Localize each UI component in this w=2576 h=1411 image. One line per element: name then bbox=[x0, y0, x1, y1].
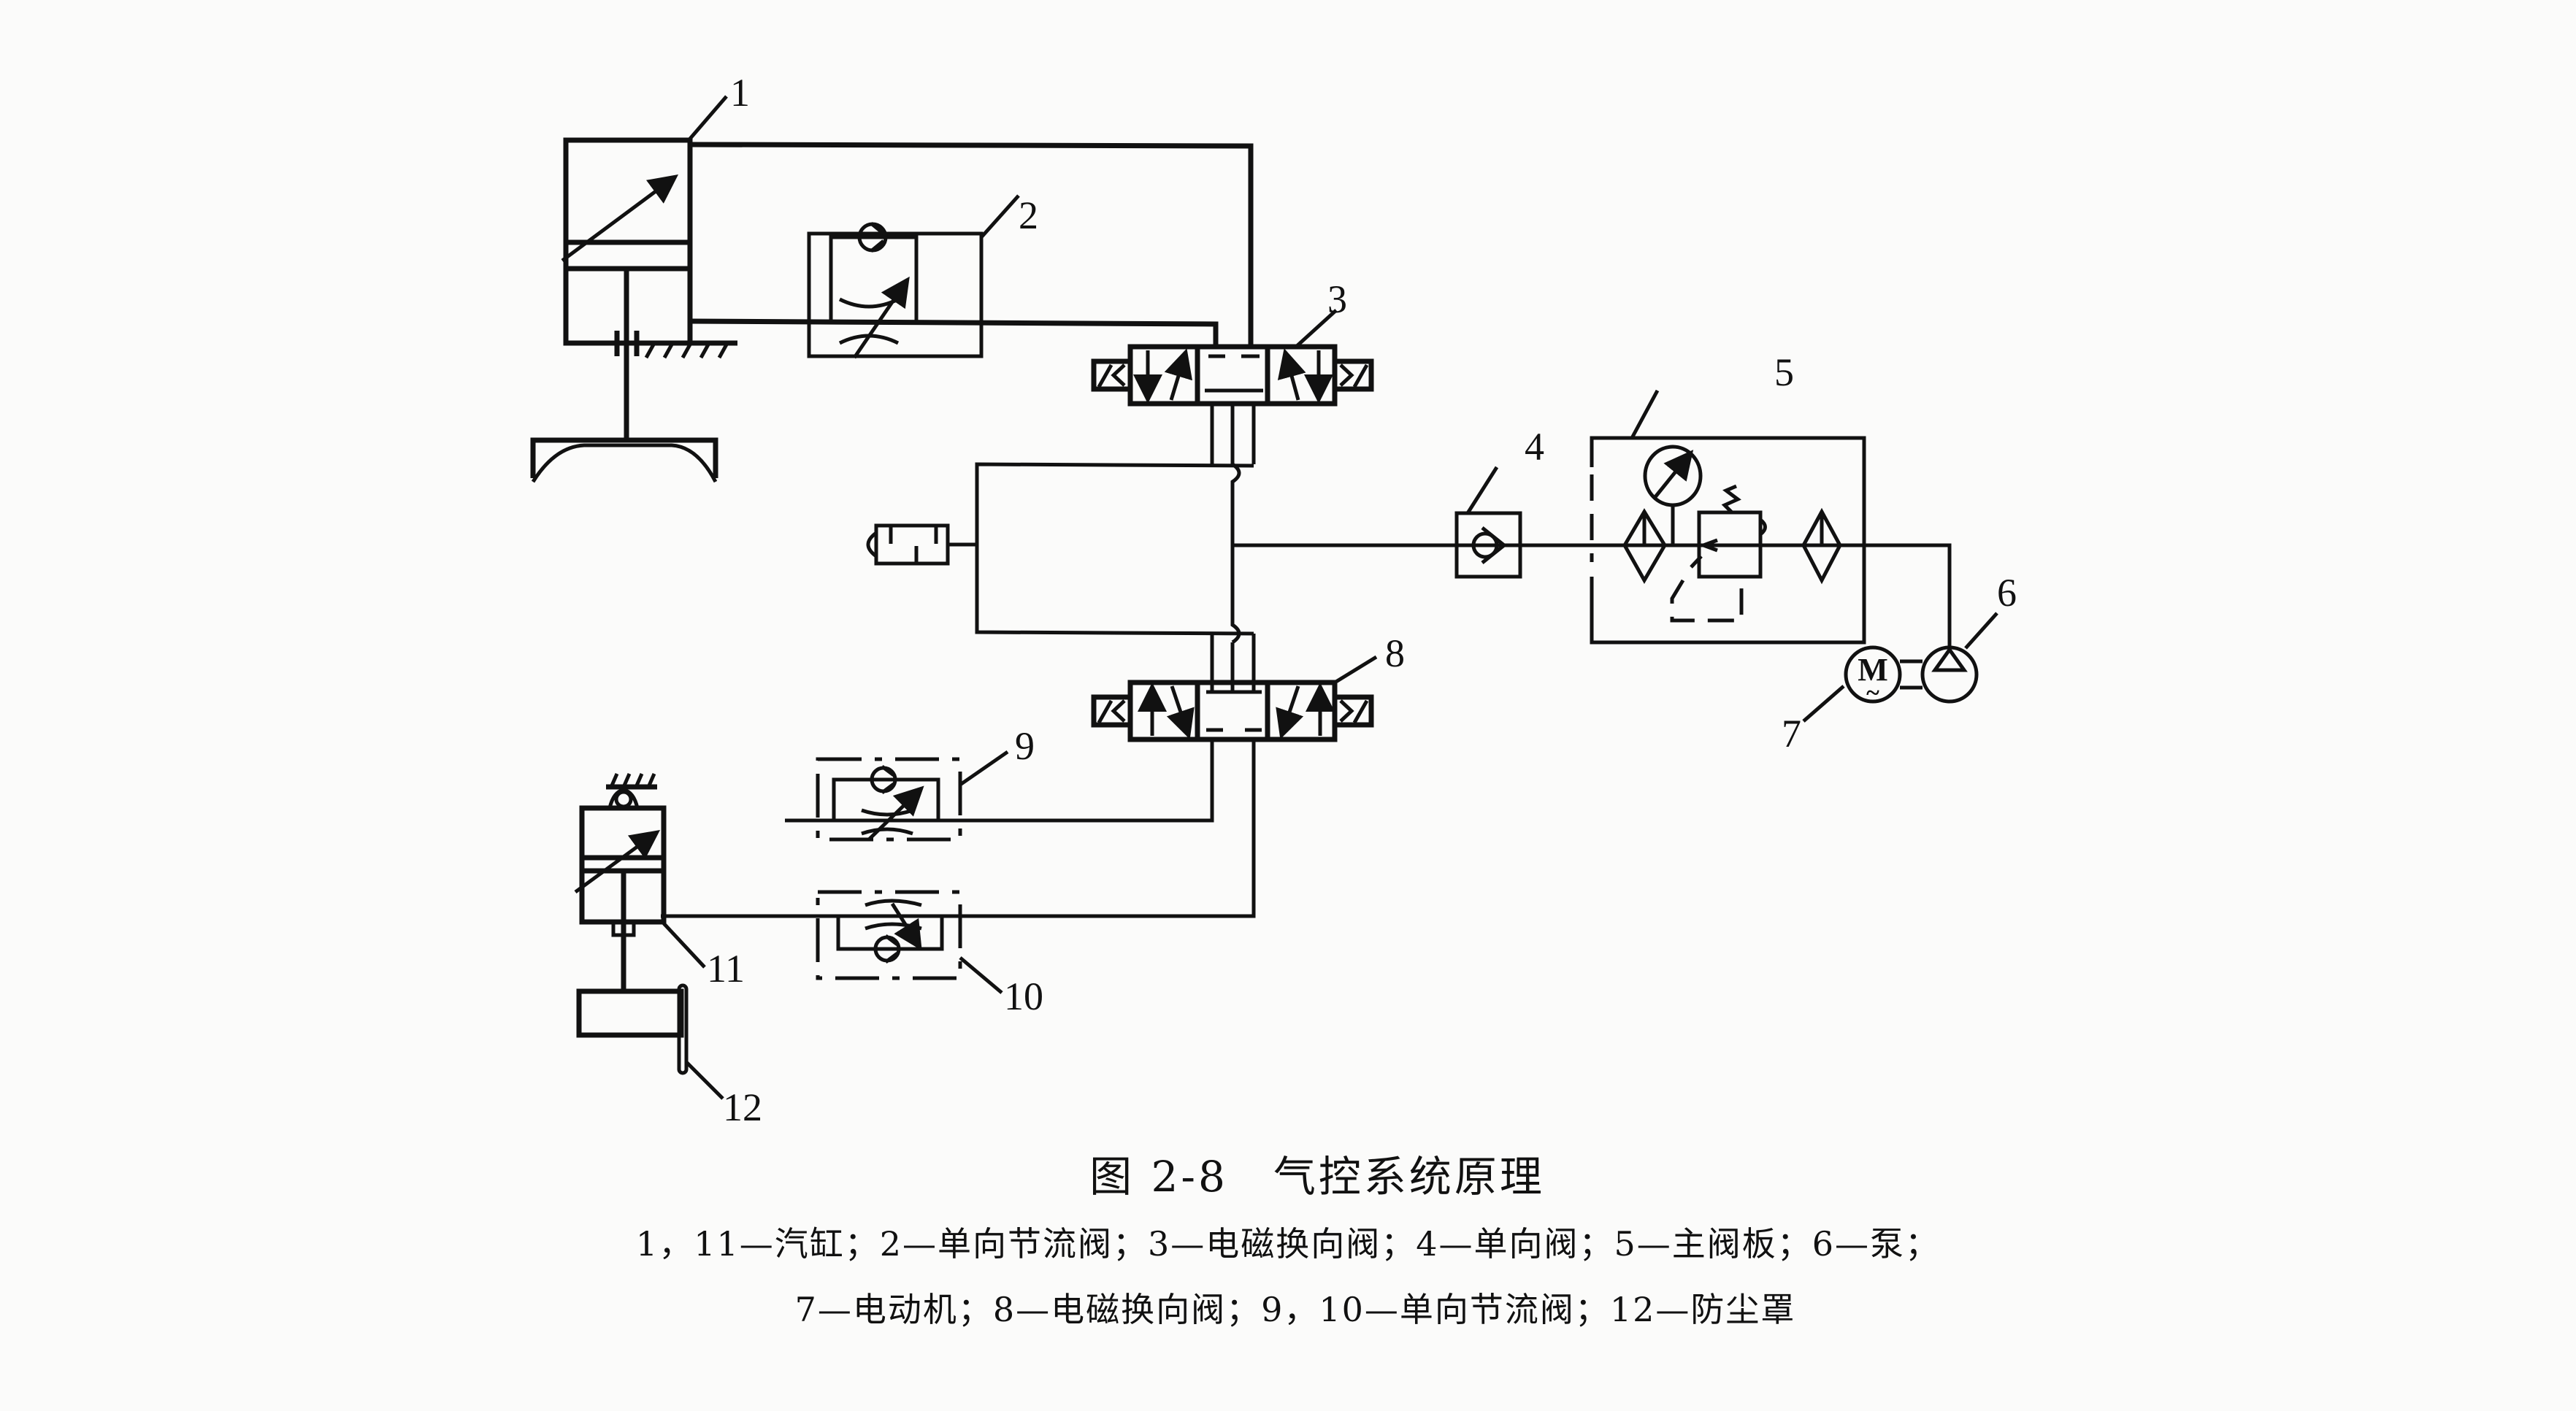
callout-4: 4 bbox=[1525, 425, 1544, 469]
check-throttle-valve-9 bbox=[816, 757, 962, 842]
pipe-cyl1-top-to-valve3 bbox=[689, 142, 1254, 349]
callout-11: 11 bbox=[707, 947, 745, 991]
pump-6 bbox=[1920, 645, 1979, 704]
callout-5: 5 bbox=[1774, 350, 1794, 394]
figure-legend-line-1: 1，11—汽缸；2—单向节流阀；3—电磁换向阀；4—单向阀；5—主阀板；6—泵； bbox=[635, 1224, 1941, 1264]
figure-title: 图 2-8 气控系统原理 bbox=[1089, 1152, 1545, 1202]
callout-12: 12 bbox=[723, 1085, 762, 1129]
check-throttle-valve-10 bbox=[816, 890, 962, 980]
motor-7: M ~ bbox=[1844, 645, 1902, 707]
check-valve-4 bbox=[1409, 511, 1590, 579]
cylinder-11 bbox=[574, 772, 667, 993]
manifold-lines bbox=[948, 462, 1459, 645]
callout-10: 10 bbox=[1004, 974, 1043, 1018]
pipe-cyl1-bottom-to-valve3 bbox=[689, 318, 1219, 349]
main-valve-board-5 bbox=[1590, 436, 1950, 645]
check-throttle-valve-2 bbox=[807, 222, 984, 359]
silencer bbox=[866, 523, 950, 566]
callout-6: 6 bbox=[1997, 571, 2017, 615]
motor-letter: M bbox=[1858, 652, 1888, 688]
callout-1: 1 bbox=[730, 71, 750, 115]
solenoid-valve-3 bbox=[1091, 344, 1374, 407]
callout-2: 2 bbox=[1019, 193, 1038, 237]
dust-cover-12 bbox=[576, 983, 689, 1075]
callout-9: 9 bbox=[1015, 724, 1035, 768]
cylinder-1 bbox=[530, 137, 737, 483]
figure-legend-line-2: 7—电动机；8—电磁换向阀；9，10—单向节流阀；12—防尘罩 bbox=[794, 1290, 1796, 1329]
solenoid-valve-8 bbox=[1091, 680, 1374, 742]
motor-ac-symbol: ~ bbox=[1866, 680, 1879, 707]
callout-8: 8 bbox=[1385, 631, 1405, 675]
callout-leaders bbox=[662, 95, 1998, 1100]
callout-3: 3 bbox=[1327, 277, 1347, 321]
callout-7: 7 bbox=[1782, 712, 1801, 756]
